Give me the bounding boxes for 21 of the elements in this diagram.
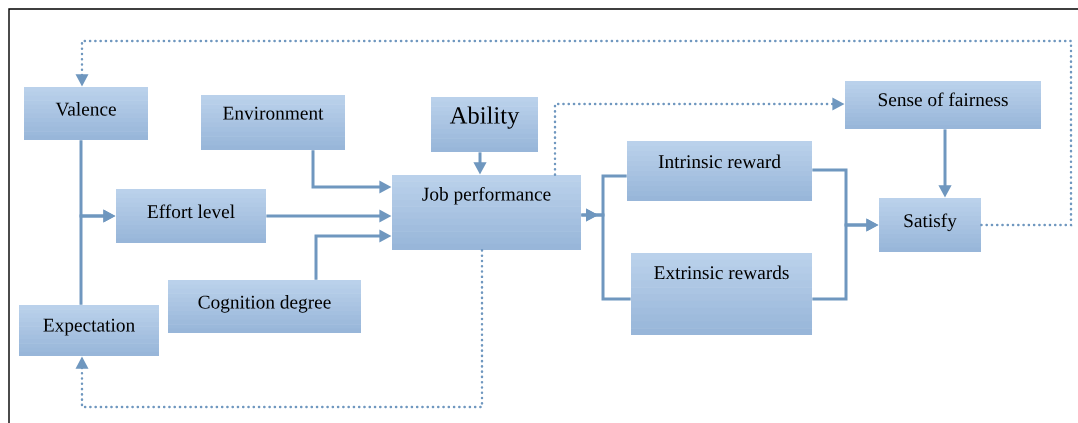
node-label: Cognition degree (198, 295, 331, 313)
process-box: Environment (201, 95, 345, 150)
process-box: Effort level (116, 189, 266, 243)
process-box: Cognition degree (168, 280, 361, 333)
process-box: Intrinsic reward (627, 141, 812, 201)
process-box: Extrinsic rewards (631, 253, 812, 335)
process-box: Ability (431, 97, 538, 152)
process-box: Job performance (392, 175, 581, 250)
process-box: Expectation (19, 305, 159, 356)
process-box: Sense of fairness (845, 81, 1041, 129)
node-label: Job performance (422, 186, 551, 205)
node-label: Expectation (43, 318, 135, 336)
node-label: Effort level (147, 204, 235, 219)
node-label: Satisfy (904, 213, 957, 232)
process-box: Satisfy (879, 198, 981, 252)
arrow (75, 249, 484, 409)
node-label: Extrinsic rewards (654, 265, 789, 280)
arrow (581, 208, 631, 301)
process-box: Valence (24, 87, 148, 140)
node-label: Ability (449, 106, 520, 129)
node-label: Environment (223, 106, 324, 120)
